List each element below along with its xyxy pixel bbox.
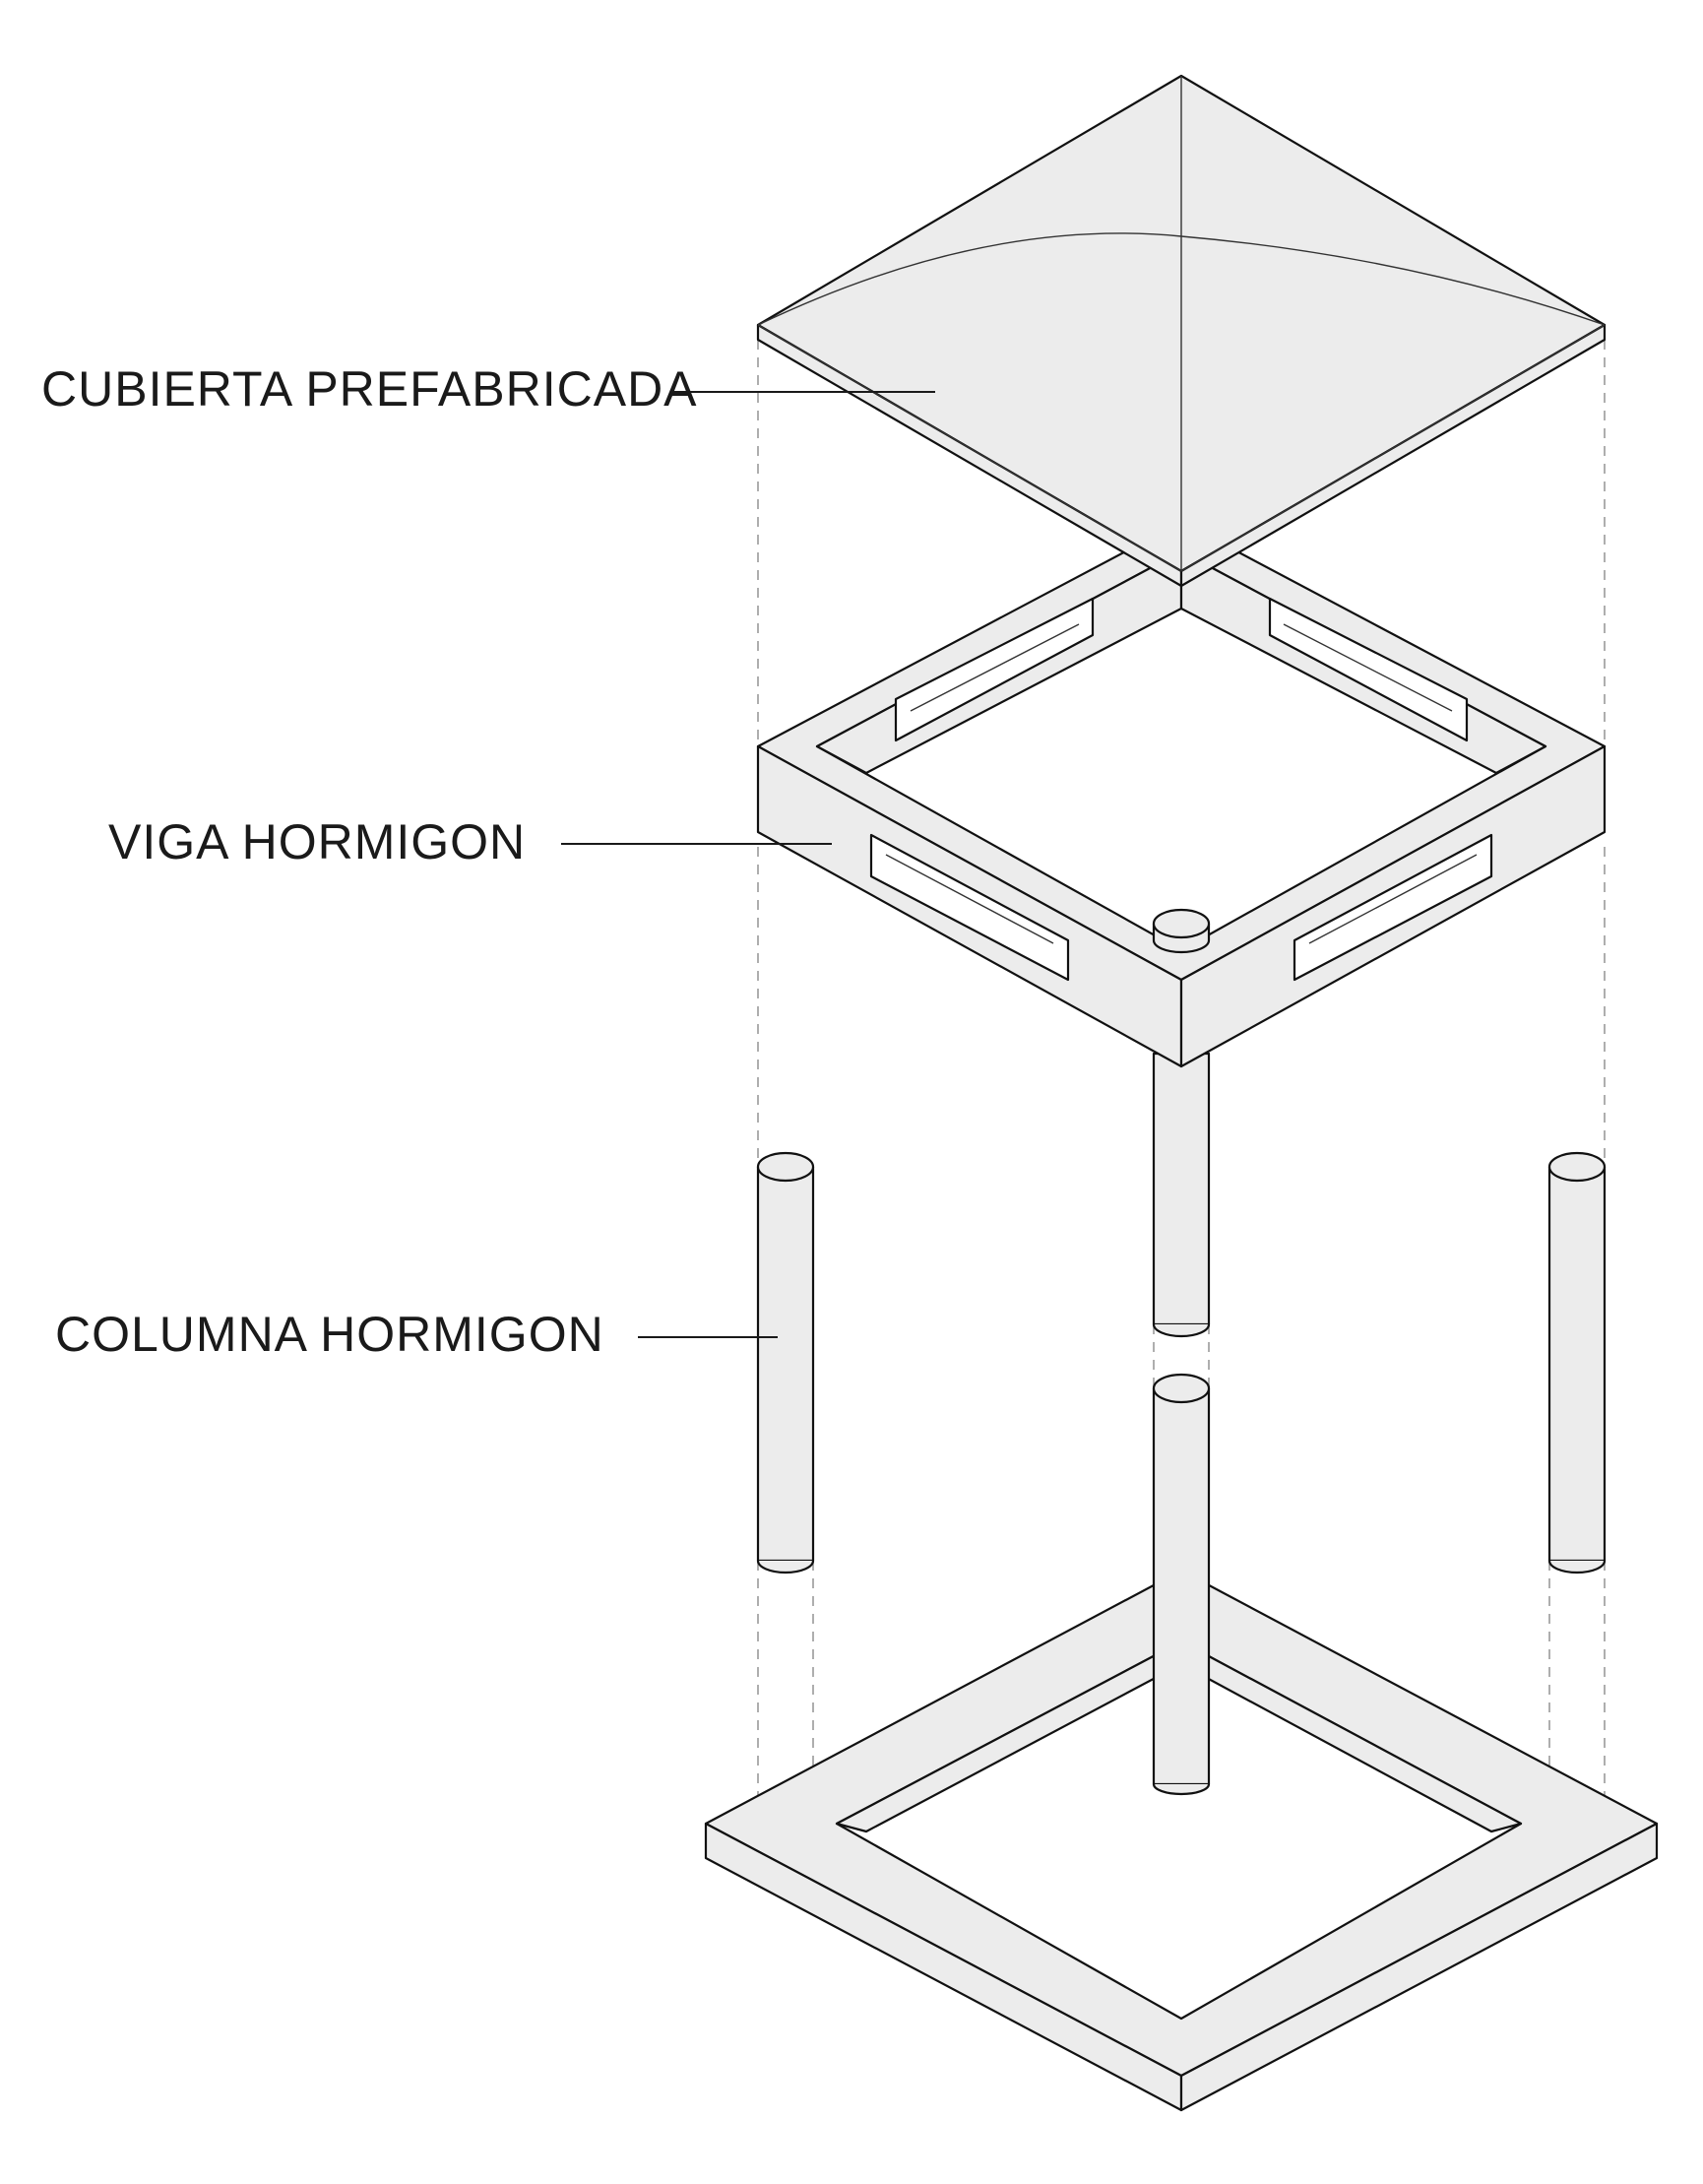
column-left bbox=[756, 1151, 815, 1574]
label-beam-text: VIGA HORMIGON bbox=[108, 814, 526, 869]
foundation-ring bbox=[704, 1569, 1659, 2112]
label-column-text: COLUMNA HORMIGON bbox=[55, 1307, 604, 1362]
label-roof: CUBIERTA PREFABRICADA bbox=[41, 361, 935, 417]
label-column: COLUMNA HORMIGON bbox=[55, 1307, 778, 1362]
column-right bbox=[1547, 1151, 1607, 1574]
column-center-lower bbox=[1152, 1373, 1211, 1796]
prefab-roof bbox=[756, 74, 1607, 588]
label-roof-text: CUBIERTA PREFABRICADA bbox=[41, 361, 698, 417]
label-beam: VIGA HORMIGON bbox=[108, 814, 832, 869]
concrete-beam-ring bbox=[756, 520, 1607, 1068]
column-center-upper bbox=[1152, 1052, 1211, 1338]
